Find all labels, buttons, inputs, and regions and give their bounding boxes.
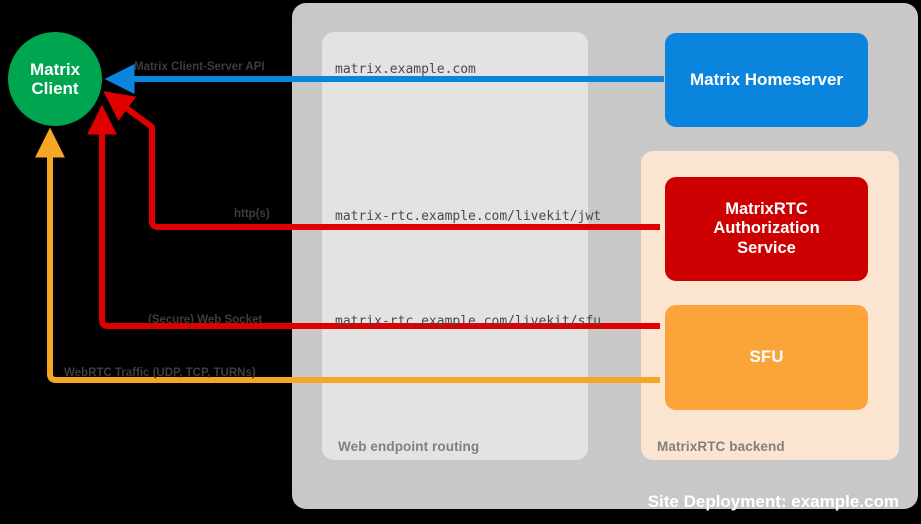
web-endpoint-routing-panel bbox=[322, 32, 588, 460]
web-endpoint-routing-caption: Web endpoint routing bbox=[338, 439, 480, 454]
endpoint-livekit-jwt: matrix-rtc.example.com/livekit/jwt bbox=[335, 209, 602, 224]
sfu-label: SFU bbox=[749, 347, 784, 367]
auth-service-label-line2: Authorization bbox=[713, 219, 820, 238]
edge-livekit-jwt bbox=[103, 91, 660, 230]
matrixrtc-backend-caption: MatrixRTC backend bbox=[657, 439, 785, 454]
matrix-client-label-line1: Matrix bbox=[29, 59, 81, 79]
matrixrtc-authorization-service-node[interactable]: MatrixRTC Authorization Service bbox=[665, 177, 868, 281]
site-deployment-caption: Site Deployment: example.com bbox=[647, 492, 899, 511]
edge-label-secure-web-socket: (Secure) Web Socket bbox=[148, 314, 263, 326]
matrix-client-label-line2: Client bbox=[31, 79, 79, 98]
matrix-homeserver-label: Matrix Homeserver bbox=[689, 69, 844, 89]
auth-service-label-line3: Service bbox=[737, 238, 796, 257]
edge-label-matrix-client-server-api: Matrix Client-Server API bbox=[134, 61, 265, 73]
edge-label-webrtc-traffic: WebRTC Traffic (UDP, TCP, TURNs) bbox=[64, 367, 256, 379]
sfu-node[interactable]: SFU bbox=[665, 305, 868, 410]
edge-livekit-sfu bbox=[87, 104, 660, 329]
endpoint-livekit-sfu: matrix-rtc.example.com/livekit/sfu bbox=[335, 314, 602, 329]
edge-webrtc-traffic bbox=[35, 127, 660, 383]
matrix-homeserver-node[interactable]: Matrix Homeserver bbox=[665, 33, 868, 127]
matrix-client-node[interactable]: Matrix Client bbox=[8, 32, 102, 126]
edge-label-http-s: http(s) bbox=[234, 208, 270, 220]
endpoint-matrix-example-com: matrix.example.com bbox=[335, 62, 476, 77]
auth-service-label-line1: MatrixRTC bbox=[725, 199, 808, 218]
